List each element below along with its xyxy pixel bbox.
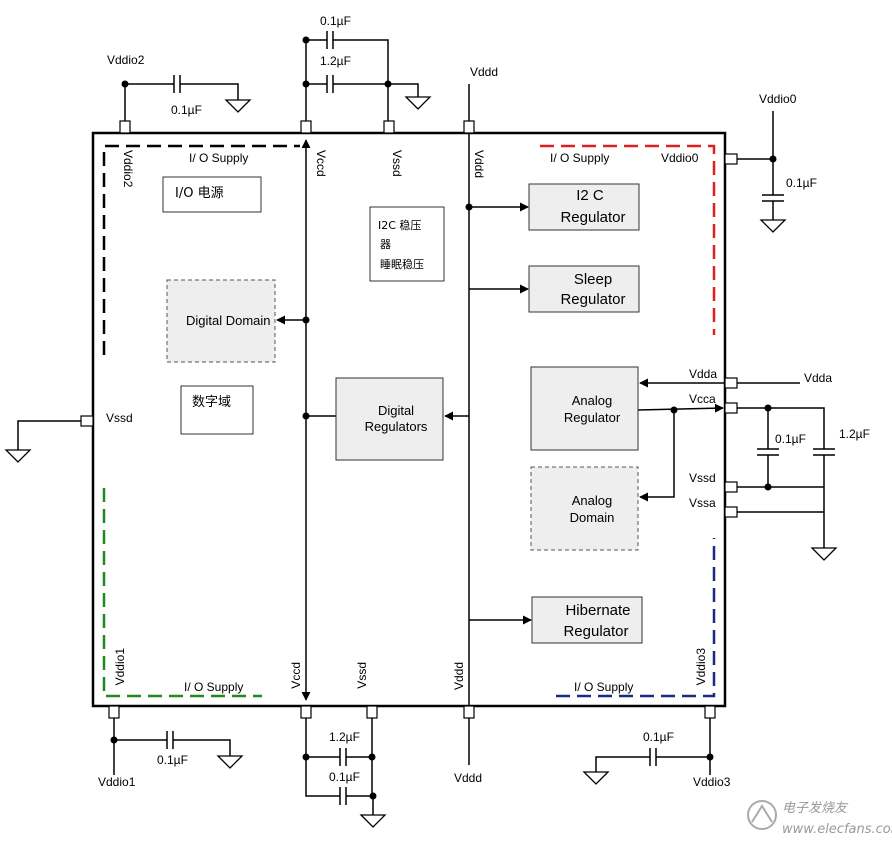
vddio0-ext-label: Vddio0	[759, 92, 797, 106]
i2c-regulator-label-2: Regulator	[560, 209, 625, 226]
vddio0-cap-label: 0.1µF	[786, 176, 817, 190]
analog-regulator-label-2: Regulator	[564, 410, 621, 425]
io-supply-region-top-left	[102, 144, 300, 355]
vddio1-ext-label: Vddio1	[98, 775, 136, 789]
io-supply-region-bottom-right	[556, 538, 716, 698]
vssd-left-inner-label: Vssd	[106, 411, 133, 425]
vcca-cap-a-label: 0.1µF	[775, 432, 806, 446]
i2c-regulator-label-1: I2 C	[576, 187, 604, 204]
vddio3-ext-label: Vddio3	[693, 775, 731, 789]
watermark-logo: 电子发烧友 www.elecfans.com	[747, 800, 892, 837]
i2c-sleep-cn-label-2: 器	[380, 238, 391, 251]
digital-regulators-label-2: Regulators	[365, 419, 428, 434]
hibernate-regulator-box	[531, 596, 643, 644]
vddio2-inner-label: Vddio2	[121, 150, 135, 188]
digital-domain-cn-box	[180, 385, 254, 435]
vssd-top-inner-label: Vssd	[390, 150, 404, 177]
vddio3-inner-label: Vddio3	[694, 648, 708, 686]
vssa-inner-label: Vssa	[689, 496, 716, 510]
io-supply-tr-label: I/ O Supply	[550, 151, 609, 165]
io-supply-tl-label: I/ O Supply	[189, 151, 248, 165]
watermark-text: 电子发烧友	[782, 801, 849, 816]
internal-arrows	[276, 202, 725, 625]
vccd-top-cap-a-label: 0.1µF	[320, 14, 351, 28]
vddd-bot-ext-label: Vddd	[454, 771, 482, 785]
vdda-inner-label: Vdda	[689, 367, 717, 381]
i2c-sleep-cn-box	[369, 206, 445, 282]
vccd-bot-cap-a-label: 1.2µF	[329, 730, 360, 744]
hibernate-regulator-label-2: Regulator	[563, 623, 628, 640]
digital-domain-cn-label: 数字域	[192, 395, 231, 410]
io-supply-br-label: I/ O Supply	[574, 680, 633, 694]
digital-regulators-label-1: Digital	[378, 403, 414, 418]
vddio1-inner-label: Vddio1	[113, 648, 127, 686]
i2c-sleep-cn-label-1: I2C 稳压	[378, 218, 421, 232]
vddio1-cap-label: 0.1µF	[157, 753, 188, 767]
vdda-ext-label: Vdda	[804, 371, 832, 385]
vddio2-ext-label: Vddio2	[107, 53, 145, 67]
io-supply-bl-label: I/ O Supply	[184, 680, 243, 694]
vcca-cap-b-label: 1.2µF	[839, 427, 870, 441]
vccd-bot-inner-label: Vccd	[289, 662, 303, 689]
vddio2-cap-label: 0.1µF	[171, 103, 202, 117]
vccd-top-inner-label: Vccd	[314, 150, 328, 177]
i2c-sleep-cn-label-3: 睡眠稳压	[380, 257, 424, 271]
digital-domain-box	[166, 279, 276, 363]
io-power-cn-box	[162, 176, 262, 213]
i2c-regulator-box	[528, 183, 640, 231]
io-supply-region-top-right	[540, 144, 716, 335]
vccd-top-cap-b-label: 1.2µF	[320, 54, 351, 68]
pin-pads	[80, 120, 738, 719]
analog-domain-box	[530, 466, 639, 551]
digital-domain-label: Digital Domain	[186, 313, 271, 328]
watermark-url: www.elecfans.com	[782, 822, 892, 837]
io-power-cn-label: I/O 电源	[175, 186, 224, 201]
analog-regulator-label-1: Analog	[572, 393, 612, 408]
hibernate-regulator-label-1: Hibernate	[565, 602, 630, 619]
analog-domain-label-1: Analog	[572, 493, 612, 508]
vccd-bot-cap-b-label: 0.1µF	[329, 770, 360, 784]
analog-domain-label-2: Domain	[570, 510, 615, 525]
vssd-bot-inner-label: Vssd	[355, 662, 369, 689]
vddd-bot-inner-label: Vddd	[452, 662, 466, 690]
vssd-right-inner-label: Vssd	[689, 471, 716, 485]
vddd-top-ext-label: Vddd	[470, 65, 498, 79]
sleep-regulator-label-1: Sleep	[574, 271, 612, 288]
vcca-inner-label: Vcca	[689, 392, 716, 406]
vddd-top-inner-label: Vddd	[472, 150, 486, 178]
sleep-regulator-box	[528, 265, 640, 313]
digital-regulators-box	[335, 377, 444, 461]
vddio3-cap-label: 0.1µF	[643, 730, 674, 744]
junction-dots	[110, 36, 777, 800]
sleep-regulator-label-2: Regulator	[560, 291, 625, 308]
vddio0-inner-label: Vddio0	[661, 151, 699, 165]
io-supply-region-bottom-left	[102, 488, 262, 698]
analog-regulator-box	[530, 366, 639, 451]
